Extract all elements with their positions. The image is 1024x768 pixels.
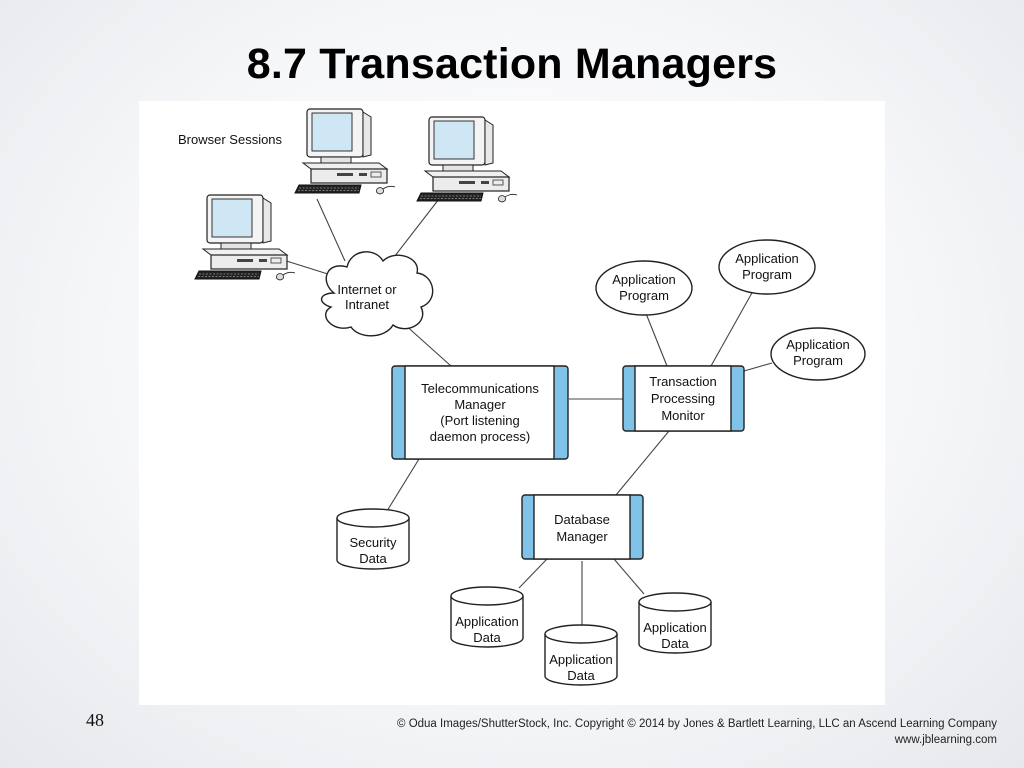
diagram-canvas: Browser Sessions Internet or Intranet Te… [178,108,866,686]
cloud-label-line-1: Internet or [337,282,397,297]
application-data-store-3: Application Data [638,592,712,654]
footer-credit: © Odua Images/ShutterStock, Inc. Copyrig… [397,716,997,748]
footer-copyright: © Odua Images/ShutterStock, Inc. Copyrig… [397,718,997,730]
app-data-2-line-2: Data [567,668,595,683]
page-number: 48 [86,710,104,730]
application-program-2: Application Program [718,239,816,295]
security-label-line-1: Security [350,535,397,550]
security-data-store: Security Data [336,508,410,570]
application-program-3: Application Program [770,327,866,381]
connector-lines [260,198,773,628]
app-data-1-line-1: Application [455,614,519,629]
telecom-label-line-2: Manager [454,397,506,412]
database-manager-box: Database Manager [521,494,644,560]
telecom-label-line-4: daemon process) [430,429,530,444]
telecom-manager-box: Telecommunications Manager (Port listeni… [391,365,569,460]
cloud-label-line-2: Intranet [345,297,389,312]
telecom-label-line-1: Telecommunications [421,381,539,396]
app-program-3-line-1: Application [786,337,850,352]
internet-cloud: Internet or Intranet [320,251,434,337]
telecom-label-line-3: (Port listening [440,413,519,428]
app-data-3-line-2: Data [661,636,689,651]
app-data-2-line-1: Application [549,652,613,667]
tp-monitor-box: Transaction Processing Monitor [622,365,745,432]
browser-computer-1 [294,108,396,195]
tpm-label-line-3: Monitor [661,408,705,423]
application-data-store-1: Application Data [450,586,524,648]
security-label-line-2: Data [359,551,387,566]
browser-sessions-label: Browser Sessions [178,132,283,147]
app-program-2-line-2: Program [742,267,792,282]
tpm-label-line-1: Transaction [649,374,716,389]
application-program-1: Application Program [595,260,693,316]
tpm-label-line-2: Processing [651,391,715,406]
slide-title: 8.7 Transaction Managers [246,40,778,88]
dbm-label-line-2: Manager [556,529,608,544]
app-data-3-line-1: Application [643,620,707,635]
diagram-panel: Browser Sessions Internet or Intranet Te… [139,101,885,705]
app-program-1-line-2: Program [619,288,669,303]
footer-url: www.jblearning.com [894,734,997,746]
browser-computer-3 [194,194,296,281]
app-program-3-line-2: Program [793,353,843,368]
app-program-2-line-1: Application [735,251,799,266]
application-data-store-2: Application Data [544,624,618,686]
browser-computer-2 [416,116,518,203]
app-program-1-line-1: Application [612,272,676,287]
app-data-1-line-2: Data [473,630,501,645]
dbm-label-line-1: Database [554,512,610,527]
